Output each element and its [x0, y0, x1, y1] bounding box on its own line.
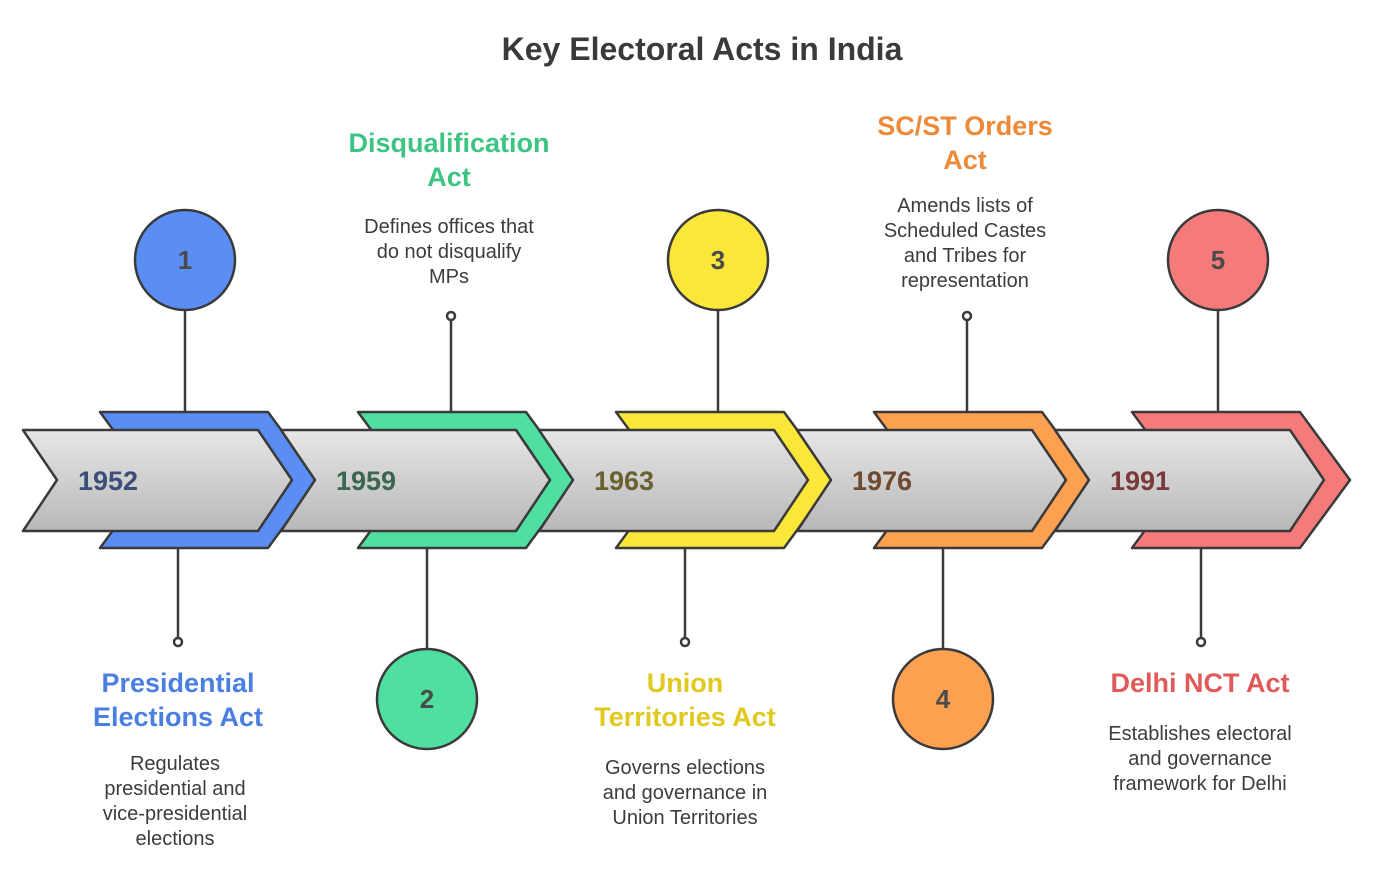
year-label: 1963	[594, 466, 654, 496]
act-description: and governance in	[603, 782, 768, 804]
timeline-segment-4: 1976	[795, 410, 1094, 550]
act-description: and governance	[1128, 748, 1271, 770]
act-description: Scheduled Castes	[884, 220, 1046, 242]
timeline-segment-3: 1963	[537, 410, 836, 550]
act-description: Governs elections	[605, 757, 765, 779]
gray-chevron	[279, 428, 552, 533]
diagram-title: Key Electoral Acts in India	[502, 31, 903, 67]
connector-dot	[679, 636, 691, 648]
act-description: Defines offices that	[364, 216, 534, 238]
act-description: vice-presidential	[103, 803, 248, 825]
gray-chevron	[21, 428, 294, 533]
connector-dot	[1195, 636, 1207, 648]
number-circle	[666, 208, 770, 312]
connector-dot	[961, 310, 973, 322]
connectors: 1 2 3 4 5	[133, 208, 1270, 751]
act-description: MPs	[429, 266, 469, 288]
milestone-2: 2	[375, 310, 479, 751]
act-description: framework for Delhi	[1113, 773, 1286, 795]
act-name: Act	[427, 162, 471, 192]
act-description: Union Territories	[612, 807, 757, 829]
act-name: Delhi NCT Act	[1110, 668, 1289, 698]
act-name: Act	[943, 145, 987, 175]
act-description: presidential and	[104, 778, 245, 800]
act-name: Elections Act	[93, 702, 263, 732]
connector-dot	[445, 310, 457, 322]
timeline-segment-5: 1991	[1053, 410, 1352, 550]
act-name: Union	[647, 668, 723, 698]
act-name: Disqualification	[348, 128, 549, 158]
act-name: SC/ST Orders	[877, 111, 1053, 141]
act-description: do not disqualify	[377, 241, 522, 263]
number-circle	[133, 208, 237, 312]
timeline-segment-2: 1959	[279, 410, 578, 550]
chevron-band: 1952 1959 1963 1976 1991	[21, 410, 1352, 550]
act-name: Territories Act	[594, 702, 776, 732]
act-name: Presidential	[101, 668, 254, 698]
timeline-segment-1: 1952	[21, 410, 320, 550]
number-label: 5	[1211, 245, 1225, 275]
act-description: and Tribes for	[904, 245, 1027, 267]
number-label: 3	[711, 245, 725, 275]
act-description: Establishes electoral	[1108, 723, 1291, 745]
year-label: 1976	[852, 466, 912, 496]
act-description: Regulates	[130, 753, 220, 775]
year-label: 1952	[78, 466, 138, 496]
year-label: 1991	[1110, 466, 1170, 496]
year-label: 1959	[336, 466, 396, 496]
gray-chevron	[537, 428, 810, 533]
gray-chevron	[795, 428, 1068, 533]
act-description: representation	[901, 270, 1029, 292]
number-circle	[1166, 208, 1270, 312]
act-description: Amends lists of	[897, 195, 1033, 217]
milestone-4: 4	[891, 310, 995, 751]
milestone-3: 3	[666, 208, 770, 648]
connector-dot	[172, 636, 184, 648]
gray-chevron	[1053, 428, 1326, 533]
milestone-1: 1	[133, 208, 237, 648]
number-circle	[891, 647, 995, 751]
number-label: 4	[936, 684, 951, 714]
number-label: 2	[420, 684, 434, 714]
act-description: elections	[136, 828, 215, 850]
number-circle	[375, 647, 479, 751]
milestone-5: 5	[1166, 208, 1270, 648]
number-label: 1	[178, 245, 192, 275]
